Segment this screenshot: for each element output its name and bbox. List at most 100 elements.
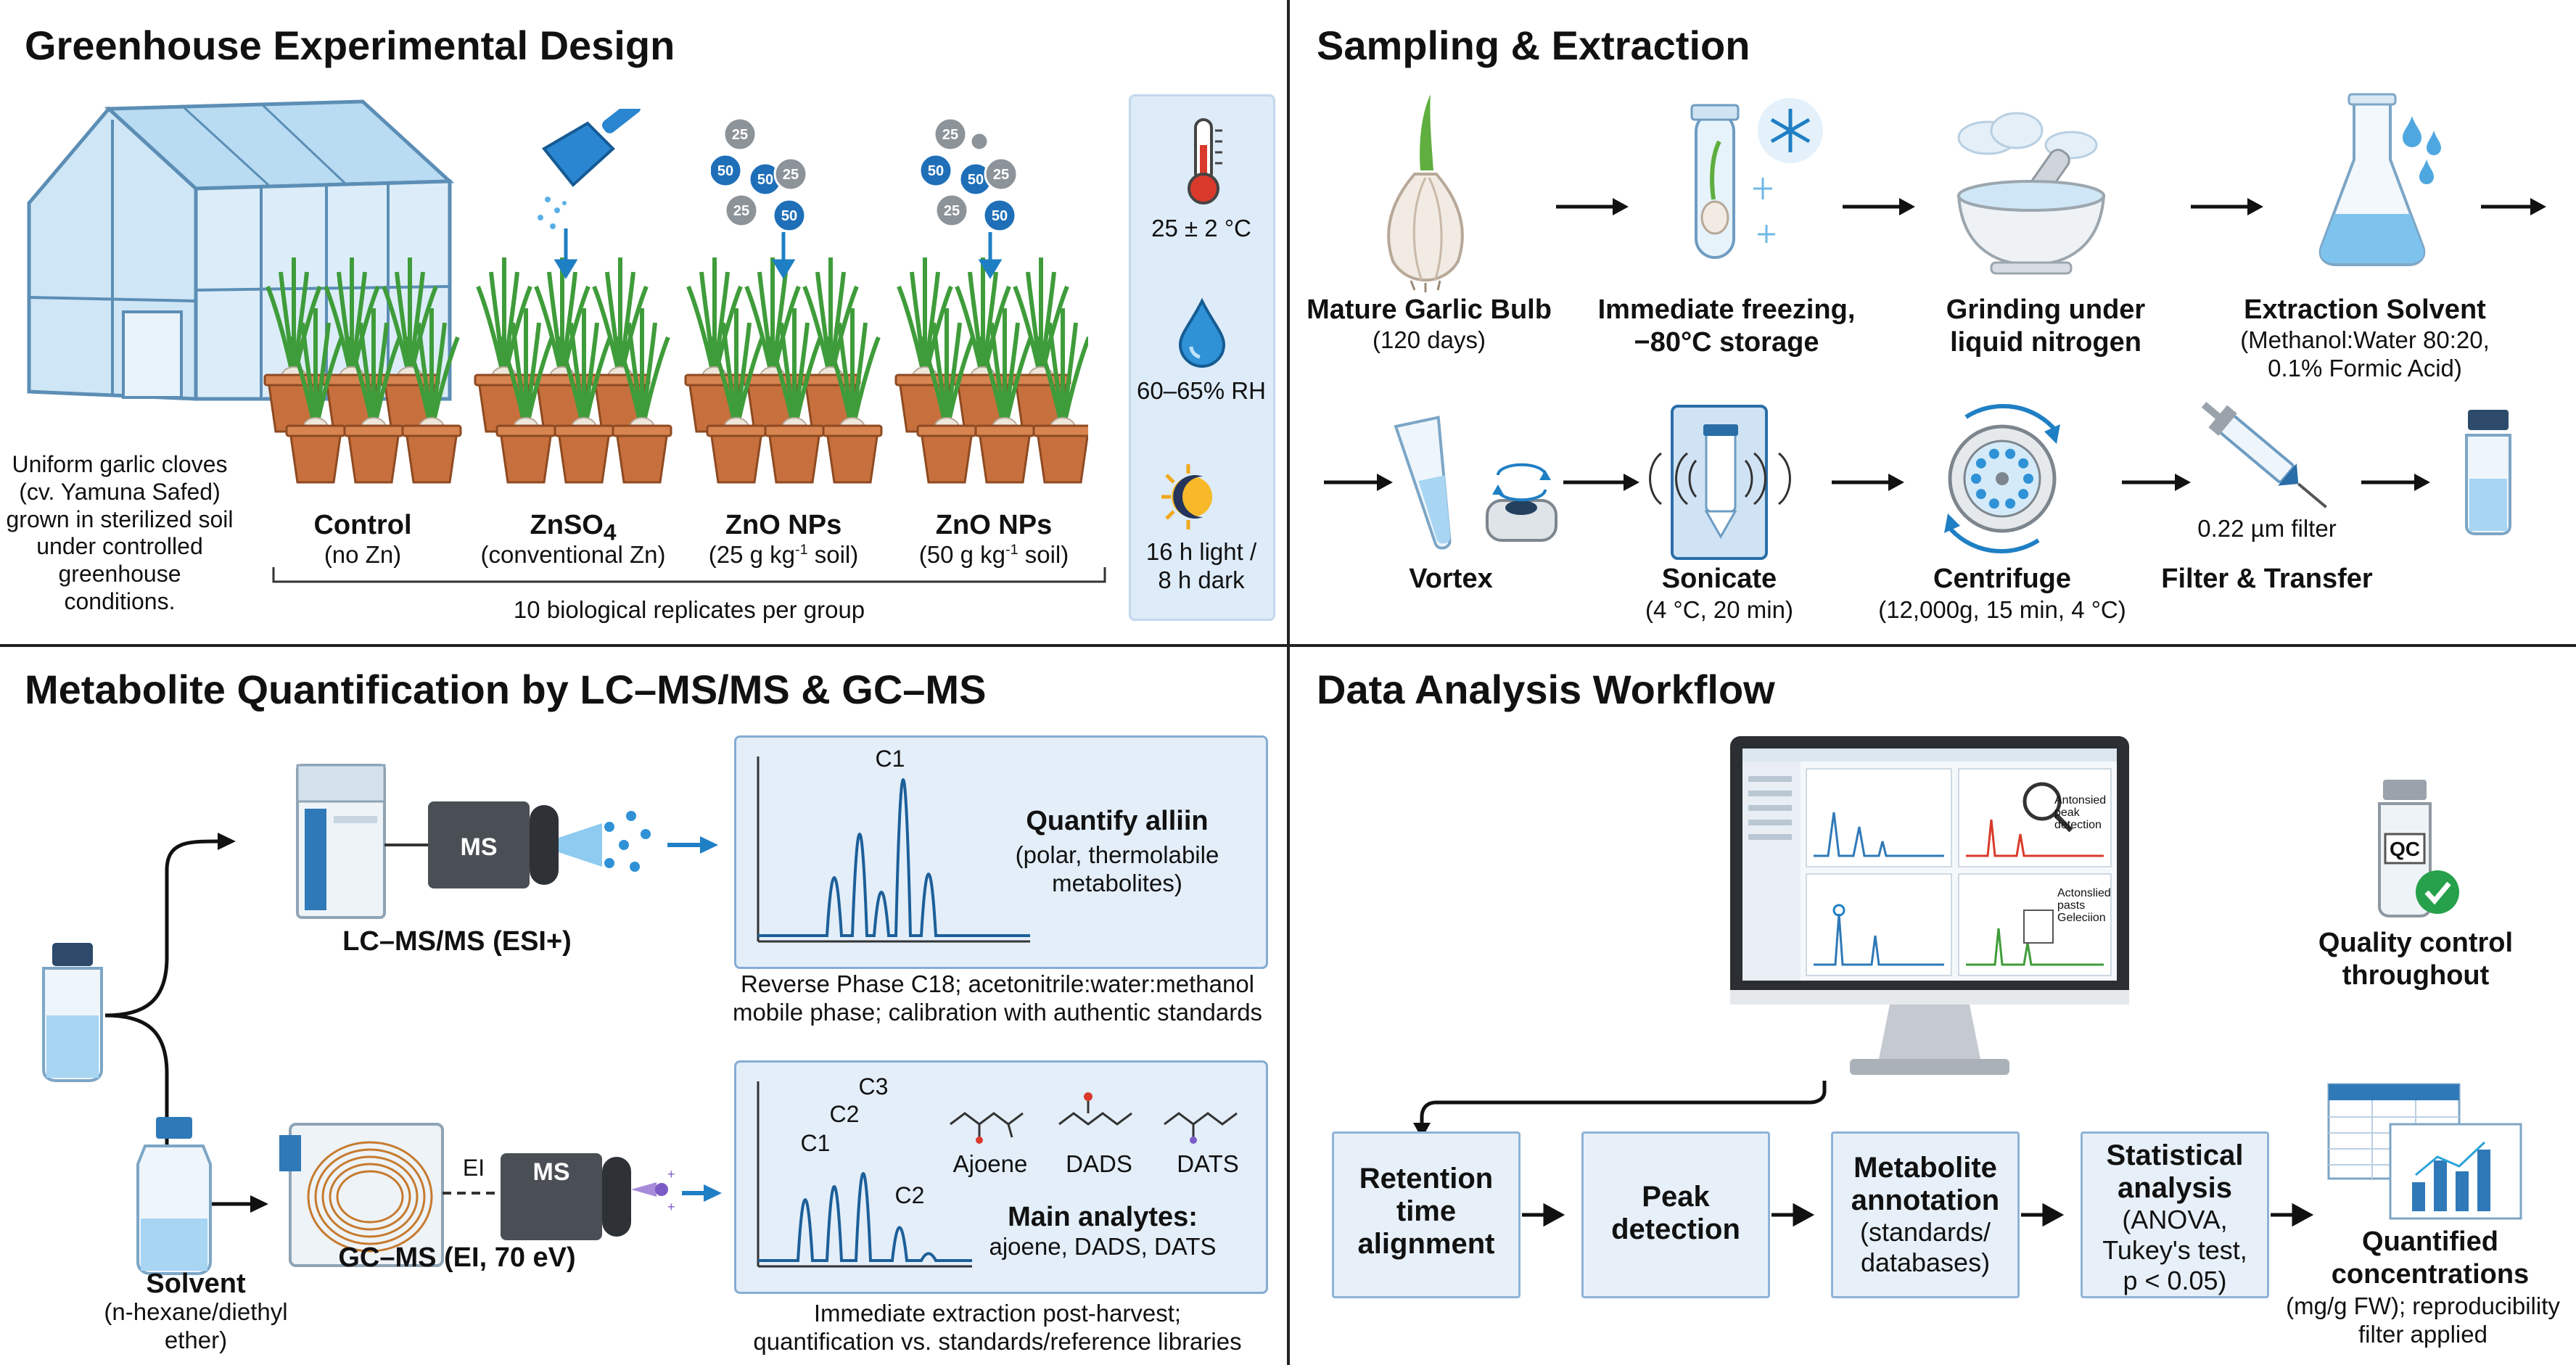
plant-groups — [263, 257, 1088, 484]
final-output-title: Quantified concentrations — [2331, 1226, 2530, 1290]
znso4-formula: ZnSO4 — [530, 510, 617, 545]
group-sub-zno25: (25 g kg-1 soil) — [682, 541, 885, 569]
plant-group-3 — [684, 257, 883, 484]
potted-garlic-icon — [554, 308, 614, 484]
metabolite-flow: + + — [42, 764, 722, 1275]
potted-garlic-icon — [343, 308, 404, 484]
nanoparticle-label: 25 — [732, 127, 748, 143]
step-sub-solvent: (Methanol:Water 80:20, 0.1% Formic Acid) — [2240, 326, 2490, 382]
potted-garlic-icon — [612, 308, 672, 484]
workflow-step-annotation: Metabolite annotation (standards/ databa… — [1831, 1131, 2020, 1298]
lc-peak-label: C1 — [875, 746, 905, 772]
potted-garlic-icon — [974, 308, 1035, 484]
group-sub-znso4: (conventional Zn) — [480, 541, 666, 568]
solvent-bottle-icon — [136, 1117, 212, 1275]
gc-ms-label-text: MS — [532, 1158, 570, 1186]
step-label-vortex: Vortex — [1409, 564, 1493, 594]
centrifuge-icon — [1944, 403, 2060, 554]
nanoparticle-label: 50 — [928, 163, 944, 179]
potted-garlic-icon — [822, 308, 883, 484]
nanoparticle-label: 50 — [757, 172, 773, 188]
sonicator-icon — [1649, 405, 1791, 560]
compound-structures — [950, 1092, 1238, 1144]
plant-group-1 — [263, 257, 462, 484]
condition-photoperiod: 16 h light / 8 h dark — [1145, 538, 1257, 593]
step-label-centrifuge: Centrifuge — [1933, 564, 2071, 594]
nanoparticle-label: 50 — [717, 163, 733, 179]
lc-box-title: Quantify alliin — [1026, 806, 1209, 836]
workflow-step-statistics: Statistical analysis (ANOVA, Tukey's tes… — [2081, 1131, 2269, 1298]
analysis-arrows — [1413, 1081, 2314, 1227]
gc-peak-label: C2 — [829, 1101, 860, 1127]
gc-result-panel — [734, 1060, 1268, 1294]
flow-arrow-icon — [2481, 198, 2546, 215]
group-label-zno50: ZnO NPs — [935, 510, 1053, 540]
screen-note-1: Antonsied peak detection — [2054, 794, 2107, 831]
dats-structure-icon — [1164, 1112, 1238, 1137]
analysis-title: Data Analysis Workflow — [1317, 667, 1775, 712]
dads-structure-icon — [1058, 1101, 1132, 1126]
step-label-sonicate: Sonicate — [1661, 564, 1777, 594]
step-sub-sonicate: (4 °C, 20 min) — [1645, 596, 1793, 623]
step-sub-freezing: −80°C storage — [1634, 327, 1819, 358]
nanoparticle-label: 25 — [944, 203, 960, 219]
plant-group-4 — [894, 257, 1088, 484]
frozen-tube-icon — [1690, 98, 1823, 259]
solvent-label: Solvent — [146, 1269, 246, 1299]
solvent-sub: (n-hexane/diethyl ether) — [104, 1298, 288, 1353]
flask-icon — [2318, 93, 2441, 266]
flow-arrow-icon — [2122, 474, 2191, 491]
nanoparticle-label: 25 — [783, 167, 799, 183]
water-drop-icon — [1178, 297, 1226, 368]
gc-box-title: Main analytes: — [1008, 1202, 1198, 1232]
condition-humidity: 60–65% RH — [1137, 377, 1266, 404]
gc-box-sub: ajoene, DADS, DATS — [989, 1233, 1217, 1260]
flow-arrow-icon — [1843, 198, 1915, 215]
flow-arrow-icon — [2191, 198, 2263, 215]
gc-trace — [758, 1172, 972, 1262]
potted-garlic-icon — [285, 308, 346, 484]
lc-instrument-icon — [296, 764, 386, 919]
gc-ms-box — [501, 1153, 631, 1240]
condition-temperature: 25 ± 2 °C — [1151, 215, 1251, 242]
nanoparticle-label: 50 — [968, 172, 984, 188]
group-sub-zno50: (50 g kg-1 soil) — [885, 541, 1103, 569]
dosing-arrow-icons — [554, 228, 1003, 279]
ion-beam-icon: + + — [631, 1167, 675, 1214]
ion-spray-icon — [559, 811, 651, 872]
lc-chromatogram — [757, 756, 1030, 943]
horizontal-divider — [0, 644, 2576, 647]
step-sub-grinding: liquid nitrogen — [1950, 327, 2141, 358]
gc-label: GC–MS (EI, 70 eV) — [338, 1242, 576, 1273]
step-label-freezing: Immediate freezing, — [1597, 294, 1856, 325]
step-label-solvent: Extraction Solvent — [2244, 294, 2486, 325]
thermometer-icon — [1188, 118, 1222, 205]
sampling-arrows — [1324, 198, 2546, 491]
potted-garlic-icon — [764, 308, 825, 484]
gc-caption: Immediate extraction post-harvest; quant… — [753, 1300, 1242, 1355]
step-sub-garlic: (120 days) — [1373, 326, 1486, 353]
gc-chromatogram — [757, 1081, 972, 1268]
workflow-step-alignment: Retention time alignment — [1332, 1131, 1521, 1298]
ei-label: EI — [462, 1155, 485, 1181]
greenhouse-title: Greenhouse Experimental Design — [25, 22, 675, 68]
step-label-garlic: Mature Garlic Bulb — [1306, 294, 1552, 325]
flow-arrow-icon — [1556, 198, 1629, 215]
nanoparticle-label: 50 — [992, 208, 1008, 224]
flow-arrow-icon — [1832, 474, 1904, 491]
mortar-pestle-icon — [1956, 112, 2106, 275]
vortex-icon — [1394, 416, 1557, 550]
nanoparticle-label: 25 — [993, 167, 1009, 183]
spreadsheet-chart-icon — [2327, 1083, 2522, 1220]
lc-label: LC–MS/MS (ESI+) — [342, 926, 572, 957]
gc-peak-label: C3 — [858, 1073, 889, 1100]
step-label-grinding: Grinding under — [1946, 294, 2146, 325]
plant-group-2 — [474, 257, 672, 484]
qc-vial-icon — [2378, 780, 2459, 917]
nanoparticle-label: 50 — [781, 208, 797, 224]
lc-result-panel — [734, 735, 1268, 969]
final-output-sub: (mg/g FW); reproducibility filter applie… — [2286, 1292, 2560, 1348]
zn-source-icons — [538, 109, 1003, 279]
